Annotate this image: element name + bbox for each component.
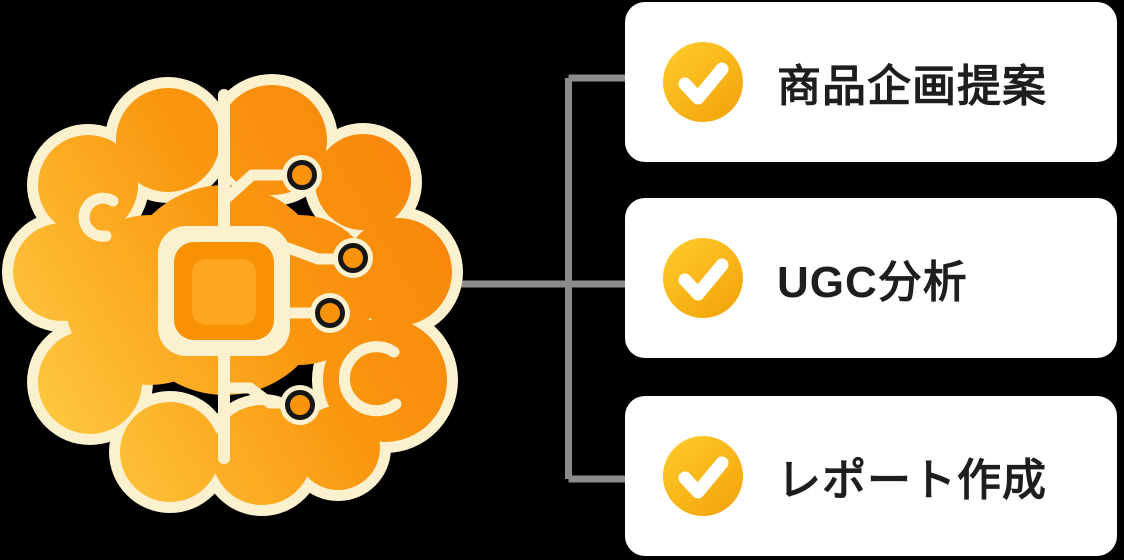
chip-icon — [158, 226, 290, 356]
feature-card-report-creation: レポート作成 — [625, 396, 1117, 556]
checkmark-glyph — [678, 456, 729, 499]
right-fold-curl-icon — [338, 341, 402, 417]
circuit-node-icon — [315, 298, 345, 328]
brain-icon — [2, 74, 463, 516]
checkmark-glyph — [678, 258, 729, 301]
circuit-node-rings — [285, 160, 368, 420]
circuit-trace-1 — [222, 169, 296, 203]
feature-label: レポート作成 — [777, 456, 1047, 505]
feature-label: 商品企画提案 — [777, 62, 1047, 111]
connector-lines — [448, 74, 625, 483]
check-icon — [663, 436, 743, 516]
brain-fold-details — [78, 192, 402, 417]
check-icon — [663, 238, 743, 318]
circuit-traces — [222, 169, 342, 409]
checkmark-glyph — [678, 62, 729, 105]
feature-card-product-planning: 商品企画提案 — [625, 2, 1117, 162]
circuit-node-icon — [287, 160, 317, 190]
circuit-node-icon — [285, 390, 315, 420]
circuit-node-icon — [338, 243, 368, 273]
check-icon — [663, 42, 743, 122]
left-fold-curl-icon — [78, 192, 119, 242]
feature-label: UGC分析 — [777, 258, 968, 307]
circuit-trace-4 — [222, 382, 288, 409]
circuit-trace-2 — [282, 242, 342, 265]
feature-card-ugc-analysis: UGC分析 — [625, 198, 1117, 358]
